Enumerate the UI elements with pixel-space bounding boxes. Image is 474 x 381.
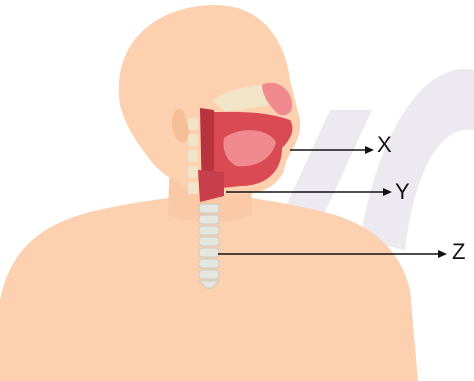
label-y: Y xyxy=(395,181,410,203)
pointer-x-arrow xyxy=(365,146,374,154)
label-x: X xyxy=(377,134,392,156)
trachea xyxy=(199,204,219,288)
spine xyxy=(188,118,198,194)
label-z: Z xyxy=(452,241,465,263)
pointer-z-arrow xyxy=(438,250,447,258)
